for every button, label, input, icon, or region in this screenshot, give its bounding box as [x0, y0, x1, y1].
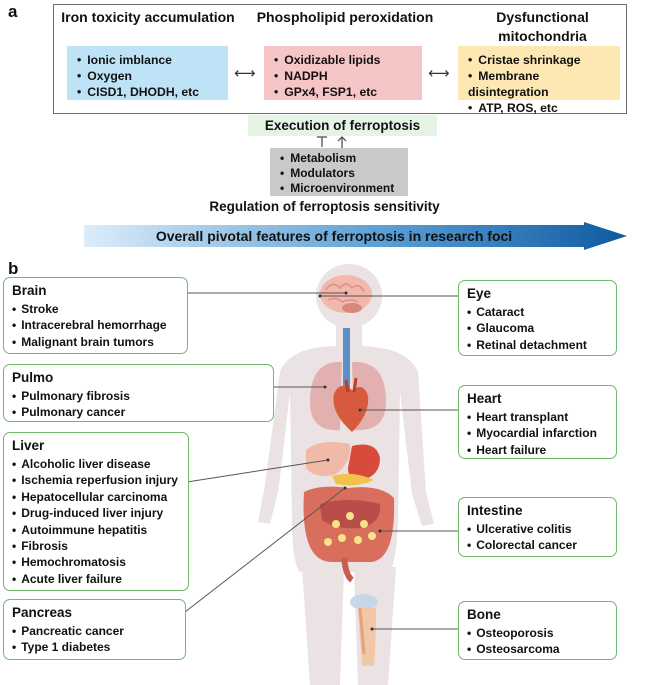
disease-item: Heart failure [467, 442, 616, 458]
organ-title: Liver [12, 438, 45, 453]
bone-icon [350, 594, 378, 666]
disease-item: Glaucoma [467, 320, 616, 336]
disease-item: Ischemia reperfusion injury [12, 472, 188, 488]
disease-item: Osteoporosis [467, 625, 616, 641]
organ-title: Heart [467, 391, 502, 406]
disease-item: Pulmonary cancer [12, 404, 273, 420]
mechanism-frame [53, 4, 627, 114]
regulation-item: Microenvironment [280, 181, 408, 196]
iron-item: CISD1, DHODH, etc [77, 84, 228, 100]
regulation-arrows [317, 136, 347, 148]
disease-item: Pancreatic cancer [12, 623, 185, 639]
disease-item: Hepatocellular carcinoma [12, 489, 188, 505]
feature-banner-arrow [84, 222, 627, 250]
organ-title: Brain [12, 283, 47, 298]
phospholipid-item: GPx4, FSP1, etc [274, 84, 422, 100]
disease-item: Colorectal cancer [467, 537, 616, 553]
organ-title: Pulmo [12, 370, 54, 385]
disease-item: Myocardial infarction [467, 425, 616, 441]
organ-title: Pancreas [12, 605, 73, 620]
heart-icon [333, 377, 369, 432]
col-title-phospholipid: Phospholipid peroxidation [256, 9, 434, 25]
disease-item: Autoimmune hepatitis [12, 522, 188, 538]
organ-title: Eye [467, 286, 492, 301]
phospholipid-item: NADPH [274, 68, 422, 84]
disease-item: Osteosarcoma [467, 641, 616, 657]
regulation-box: Metabolism Modulators Microenvironment [270, 148, 408, 196]
regulation-item: Metabolism [280, 151, 408, 166]
phospholipid-item: Oxidizable lipids [274, 52, 422, 68]
organ-title: Intestine [467, 503, 523, 518]
pancreas-icon [332, 473, 374, 486]
iron-box: Ionic imblance Oxygen CISD1, DHODH, etc [67, 46, 228, 100]
trachea-icon [343, 328, 350, 392]
iron-item: Ionic imblance [77, 52, 228, 68]
disease-item: Malignant brain tumors [12, 334, 187, 350]
organ-box-brain: Brain Stroke Intracerebral hemorrhage Ma… [3, 277, 188, 354]
disease-item: Pulmonary fibrosis [12, 388, 273, 404]
phospholipid-box: Oxidizable lipids NADPH GPx4, FSP1, etc [264, 46, 422, 100]
organ-box-heart: Heart Heart transplant Myocardial infarc… [458, 385, 617, 459]
regulation-item: Modulators [280, 166, 408, 181]
disease-item: Fibrosis [12, 538, 188, 554]
col-title-iron: Iron toxicity accumulation [61, 9, 235, 25]
double-arrow-icon: ⟷ [234, 65, 256, 82]
execution-of-ferroptosis: Execution of ferroptosis [248, 115, 437, 136]
disease-item: Heart transplant [467, 409, 616, 425]
organ-box-pulmo: Pulmo Pulmonary fibrosis Pulmonary cance… [3, 364, 274, 422]
disease-item: Ulcerative colitis [467, 521, 616, 537]
disease-item: Retinal detachment [467, 337, 616, 353]
disease-item: Drug-induced liver injury [12, 505, 188, 521]
mitochondria-item: Membrane disintegration [468, 68, 620, 100]
organ-box-eye: Eye Cataract Glaucoma Retinal detachment [458, 280, 617, 356]
regulation-title: Regulation of ferroptosis sensitivity [209, 199, 440, 214]
double-arrow-icon: ⟷ [428, 65, 450, 82]
organ-box-intestine: Intestine Ulcerative colitis Colorectal … [458, 497, 617, 557]
organ-box-pancreas: Pancreas Pancreatic cancer Type 1 diabet… [3, 599, 186, 660]
disease-item: Acute liver failure [12, 571, 188, 587]
disease-item: Cataract [467, 304, 616, 320]
stomach-icon [348, 444, 380, 481]
mitochondria-item: Cristae shrinkage [468, 52, 620, 68]
disease-item: Intracerebral hemorrhage [12, 317, 187, 333]
col-title-mitochondria: Dysfunctional mitochondria [496, 9, 589, 44]
disease-item: Hemochromatosis [12, 554, 188, 570]
panel-a-label: a [8, 2, 18, 21]
intestine-icon [303, 486, 395, 583]
panel-b-label: b [8, 259, 19, 278]
organ-box-liver: Liver Alcoholic liver disease Ischemia r… [3, 432, 189, 591]
disease-item: Stroke [12, 301, 187, 317]
organ-box-bone: Bone Osteoporosis Osteosarcoma [458, 601, 617, 660]
banner-text: Overall pivotal features of ferroptosis … [155, 228, 513, 244]
disease-item: Type 1 diabetes [12, 639, 185, 655]
mitochondria-item: ATP, ROS, etc [468, 100, 620, 116]
disease-item: Alcoholic liver disease [12, 456, 188, 472]
organ-title: Bone [467, 607, 501, 622]
mitochondria-box: Cristae shrinkage Membrane disintegratio… [458, 46, 620, 115]
iron-item: Oxygen [77, 68, 228, 84]
